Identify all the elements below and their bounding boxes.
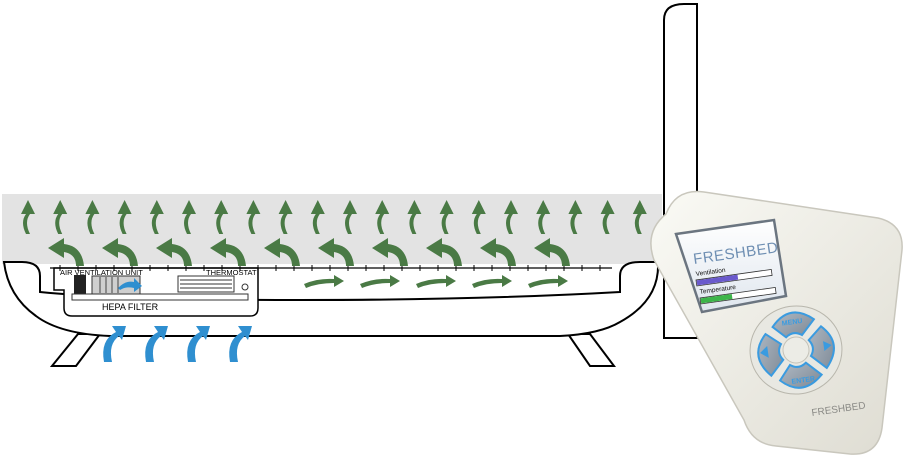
rising-air-arrow-icon [343,200,357,234]
thermostat-label: THERMOSTAT [206,268,257,277]
air-ventilation-unit-label: AIR VENTILATION UNIT [60,268,143,277]
intake-air-arrow-icon [187,326,210,362]
ventilation-label: Ventilation [695,267,726,278]
rising-air-arrow-icon [117,200,132,234]
curving-air-arrow-icon [156,238,192,266]
rising-air-arrow-icon [21,200,35,234]
rising-air-arrow-icon [278,200,293,234]
rising-air-arrow-icon [214,200,229,234]
curving-air-arrow-icon [372,238,408,266]
left-arrow-icon [760,345,769,358]
menu-label: MENU [781,318,802,328]
curving-air-arrow-icon [48,238,84,266]
curving-air-arrows [48,238,570,266]
slat-ticks [59,265,601,271]
enter-button[interactable] [778,361,824,391]
curving-air-arrow-icon [534,238,570,266]
intake-air-arrows [103,326,252,362]
temperature-bar [699,286,777,305]
flowing-air-arrow-icon [416,275,456,288]
curving-air-arrow-icon [210,238,246,266]
remote-dpad: MENU ENTER [749,305,843,395]
rising-air-arrow-icon [471,200,486,234]
remote-screen [674,218,788,314]
enter-label: ENTER [791,376,815,386]
flowing-air-arrow-icon [472,275,512,288]
right-arrow-icon [823,341,832,352]
bed-leg-left [49,333,102,367]
fan-component [74,275,86,297]
rising-air-arrows [21,200,647,234]
hepa-filter-label: HEPA FILTER [102,302,159,312]
flowing-air-arrow-icon [360,275,400,288]
rising-air-arrow-icon [632,200,647,234]
curving-air-arrow-icon [426,238,462,266]
filter-grid [99,277,119,293]
dpad-center [782,336,810,364]
curving-air-arrow-icon [264,238,300,266]
rising-air-arrow-icon [182,200,196,234]
flowing-air-arrow-icon [304,275,344,288]
rising-air-arrow-icon [149,200,164,234]
rising-air-arrow-icon [504,200,518,234]
internal-airflow-arrow-icon [118,278,142,292]
menu-button[interactable] [771,310,816,339]
curving-air-arrow-icon [102,238,138,266]
rising-air-arrow-icon [85,200,100,234]
rising-air-arrow-icon [53,200,68,234]
intake-air-arrow-icon [229,326,252,362]
rising-air-arrow-icon [375,200,390,234]
rising-air-arrow-icon [600,200,615,234]
curving-air-arrow-icon [480,238,516,266]
bed-leg-right [566,333,616,367]
remote-control: FRESHBED Ventilation Temperature MENU EN… [650,190,903,455]
heater-coil-lines [180,279,232,289]
flowing-air-arrows [304,275,568,288]
rising-air-arrow-icon [310,200,325,234]
thermostat-sensor [241,283,249,291]
intake-air-arrow-icon [145,326,168,362]
rising-air-arrow-icon [439,200,454,234]
left-button[interactable] [756,332,786,378]
curving-air-arrow-icon [318,238,354,266]
rising-air-arrow-icon [568,200,583,234]
rising-air-arrow-icon [246,200,261,234]
flowing-air-arrow-icon [528,275,568,288]
rising-air-arrow-icon [407,200,422,234]
unit-tray [71,293,249,301]
right-button[interactable] [807,324,837,370]
ventilation-bar [695,268,773,287]
intake-air-arrow-icon [103,326,126,362]
rising-air-arrow-icon [536,200,551,234]
